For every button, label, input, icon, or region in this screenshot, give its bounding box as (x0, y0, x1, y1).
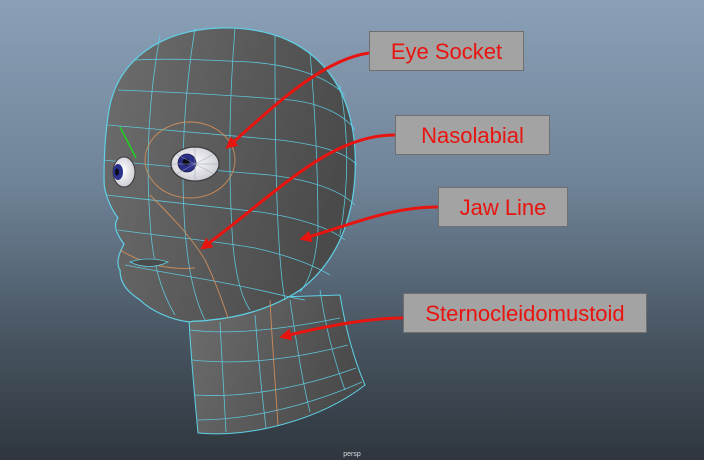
callout-nasolabial: Nasolabial (395, 115, 550, 155)
mouth (128, 258, 170, 267)
callout-sternocleidomastoid: Sternocleidomustoid (403, 293, 647, 333)
arrow-icon (299, 205, 439, 243)
callout-jaw-line: Jaw Line (438, 187, 568, 227)
wireframe (103, 27, 363, 433)
selected-edge[interactable] (119, 126, 137, 159)
neck-mesh[interactable] (187, 294, 366, 435)
edge-loops (119, 121, 279, 426)
arrow-icon (279, 316, 404, 341)
eye-right (170, 146, 220, 182)
callout-eye-socket: Eye Socket (369, 31, 524, 71)
eye-left (112, 156, 136, 188)
arrow-icon (200, 133, 396, 250)
camera-label: persp (343, 451, 361, 458)
arrow-icon (225, 51, 370, 149)
